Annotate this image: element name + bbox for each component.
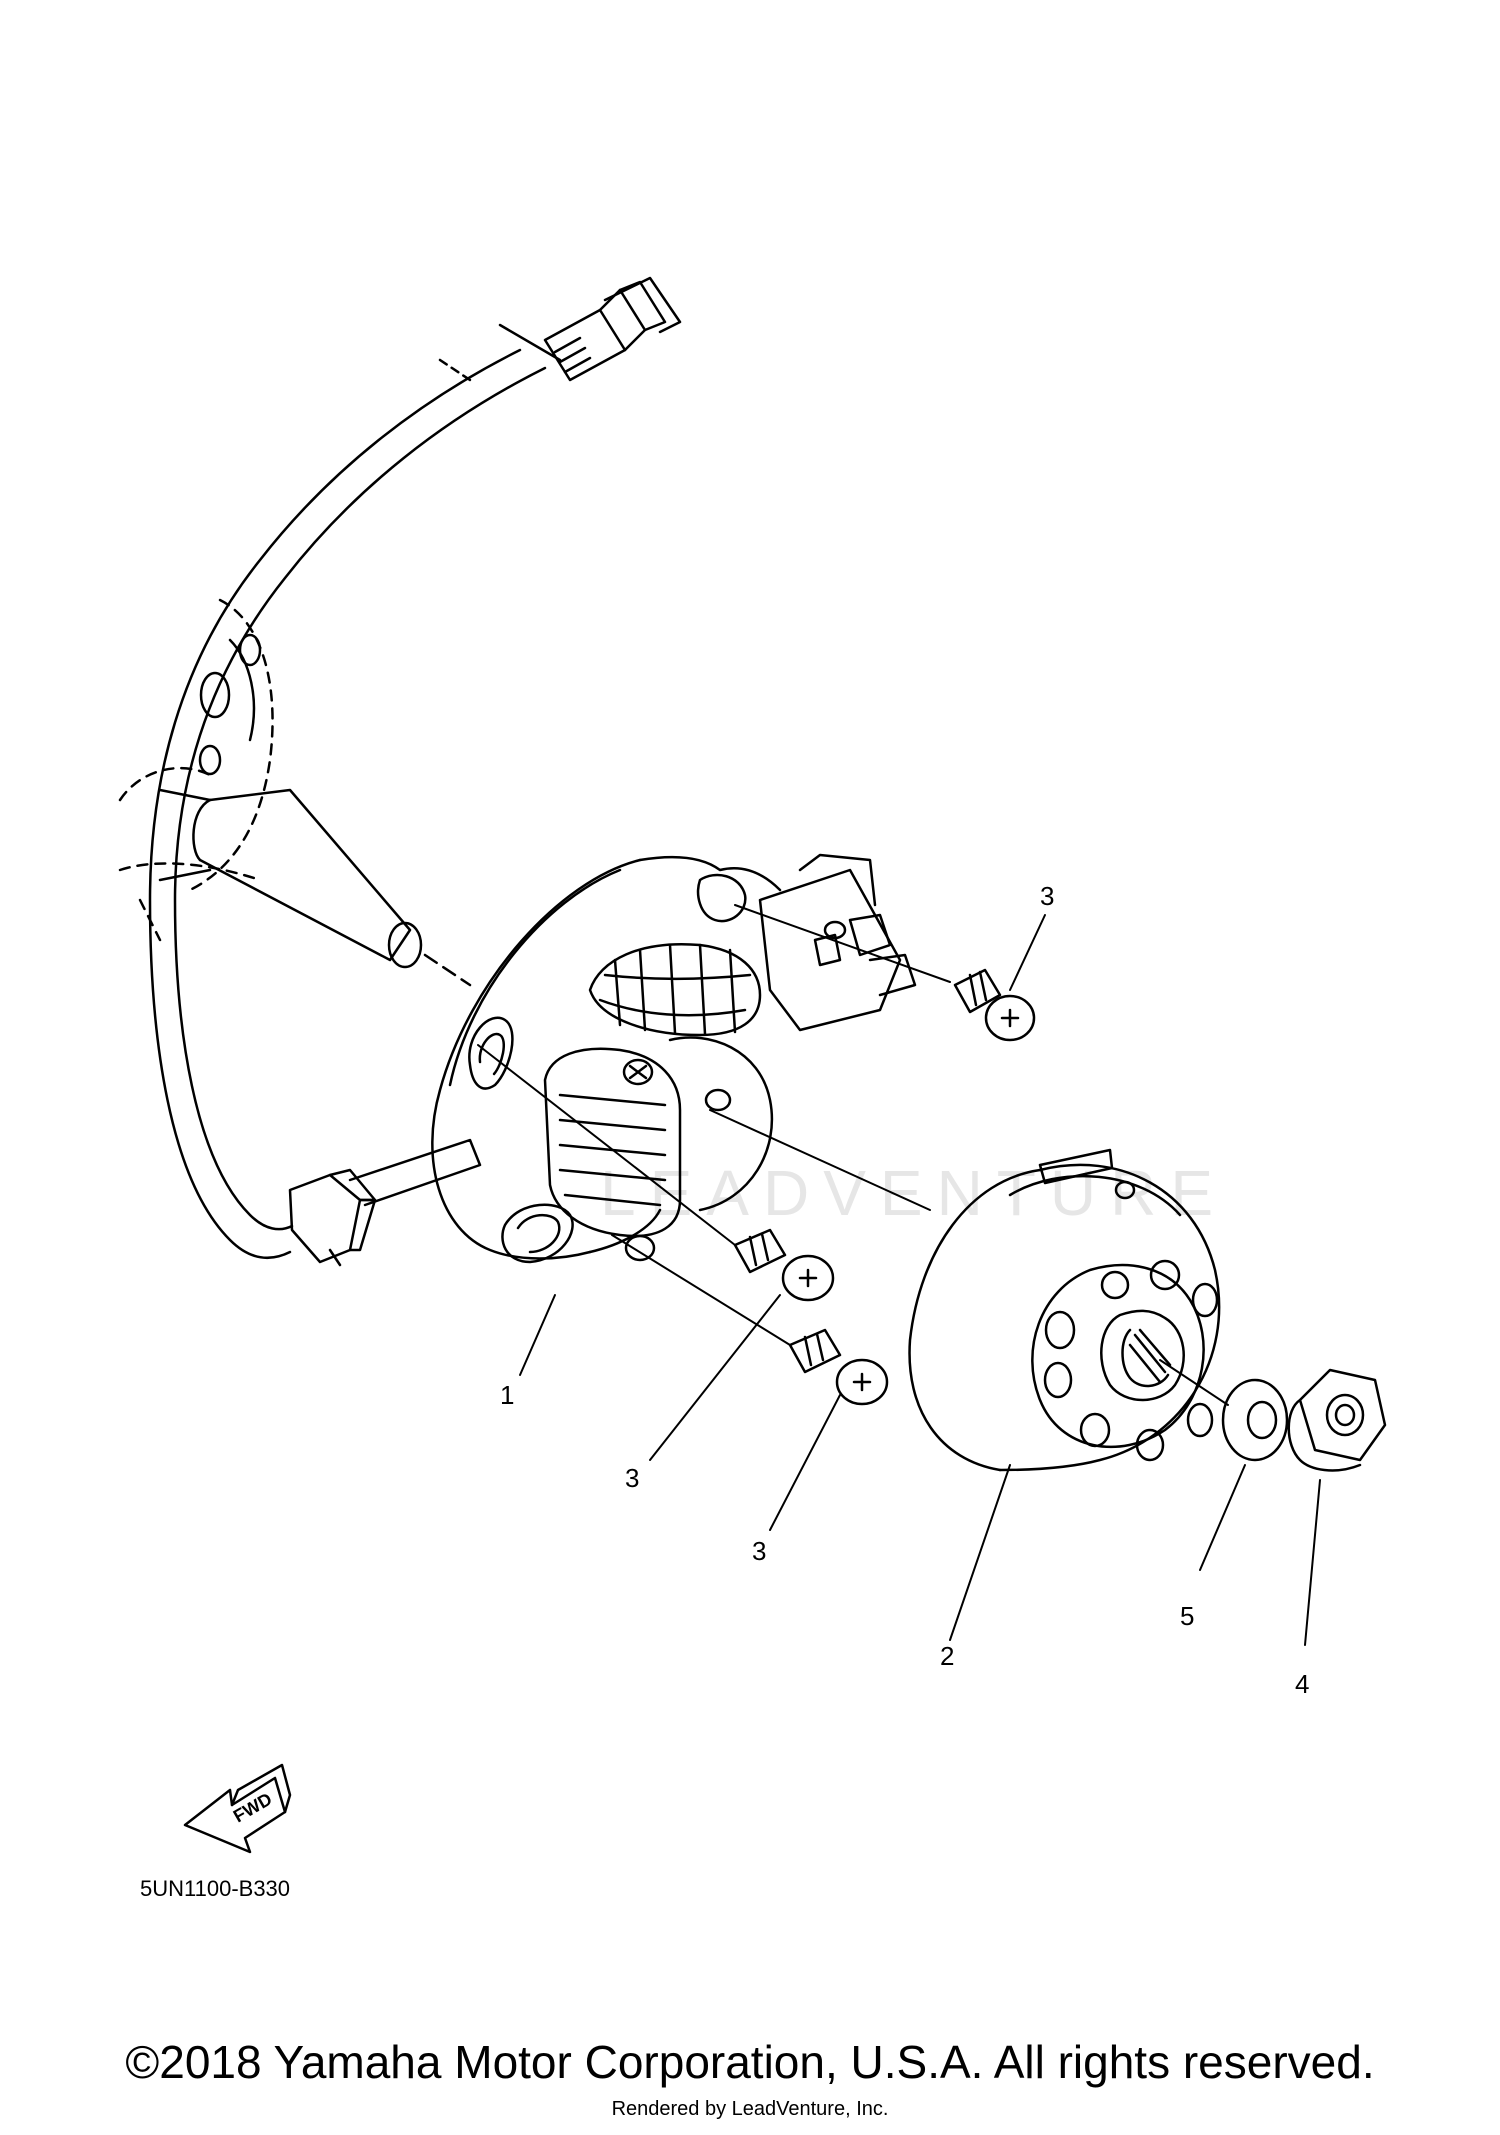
washer [1221,1378,1289,1462]
fwd-arrow-icon [183,1763,292,1854]
callout-1: 1 [500,1380,514,1410]
exploded-parts-diagram: LEADVENTURE [118,276,1387,1901]
callout-4: 4 [1295,1669,1309,1699]
wire-grommet [288,1138,482,1267]
rendered-by-notice: Rendered by LeadVenture, Inc. [611,2098,889,2120]
diagram-part-code: 5UN1100-B330 [140,1876,290,1901]
callout-2: 2 [940,1641,954,1671]
screw-lower [788,1328,889,1406]
callout-5: 5 [1180,1601,1194,1631]
crankshaft [158,788,423,969]
callout-3-lower: 3 [752,1536,766,1566]
wire-harness [118,276,682,1267]
screw-middle [733,1228,835,1302]
screw-upper [953,968,1036,1042]
leader-lines [519,914,1321,1646]
flange-nut [1287,1368,1387,1472]
stator-assembly [431,853,917,1264]
wire-connector [543,276,682,382]
flywheel-rotor [908,1148,1221,1472]
callout-3-upper: 3 [1040,881,1054,911]
copyright-notice: ©2018 Yamaha Motor Corporation, U.S.A. A… [125,2036,1375,2088]
callout-3-middle: 3 [625,1463,639,1493]
alignment-lines [477,904,1229,1406]
